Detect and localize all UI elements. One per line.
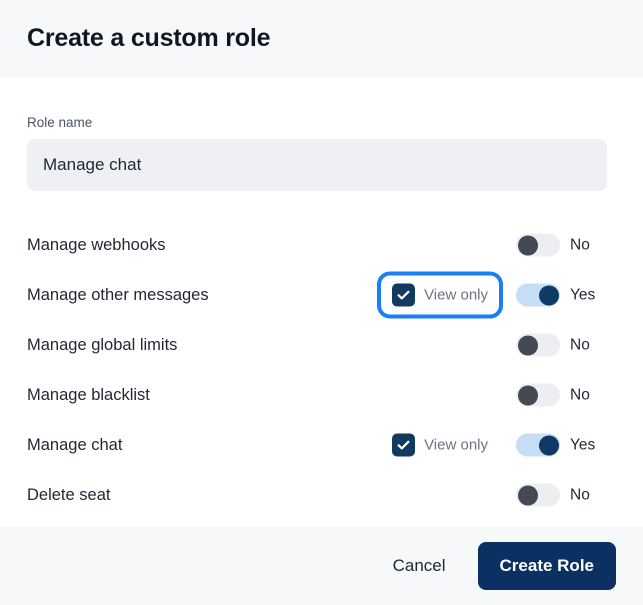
toggle-knob [517, 335, 538, 356]
permission-toggle[interactable] [516, 483, 560, 507]
toggle-state-label: No [570, 336, 590, 354]
role-name-label: Role name [27, 115, 93, 130]
permission-label: Manage chat [27, 435, 123, 454]
toggle-state-label: No [570, 236, 590, 254]
toggle-knob [538, 285, 559, 306]
permission-toggle-group: Yes [516, 283, 616, 307]
permission-toggle-group: Yes [516, 433, 616, 457]
permission-toggle[interactable] [516, 383, 560, 407]
permission-label: Manage webhooks [27, 235, 166, 254]
permission-row: Manage other messages View only Yes [27, 270, 616, 320]
permission-toggle-group: No [516, 333, 616, 357]
permission-toggle-group: No [516, 233, 616, 257]
dialog-header: Create a custom role [0, 0, 643, 77]
permission-row: Delete seat No [27, 470, 616, 520]
view-only-checkbox[interactable] [392, 283, 416, 307]
permission-label: Manage other messages [27, 285, 209, 304]
role-name-input[interactable] [27, 139, 607, 192]
toggle-knob [517, 235, 538, 256]
permission-toggle-group: No [516, 483, 616, 507]
toggle-state-label: Yes [570, 436, 596, 454]
permission-label: Manage blacklist [27, 385, 150, 404]
permission-toggle[interactable] [516, 283, 560, 307]
permission-label: Manage global limits [27, 335, 178, 354]
cancel-button[interactable]: Cancel [383, 548, 456, 584]
toggle-state-label: Yes [570, 286, 596, 304]
permission-toggle[interactable] [516, 433, 560, 457]
page-title: Create a custom role [27, 23, 271, 52]
permission-toggle[interactable] [516, 233, 560, 257]
permission-row: Manage global limits No [27, 320, 616, 370]
view-only-checkbox[interactable] [392, 433, 416, 457]
permission-row: Manage blacklist No [27, 370, 616, 420]
view-only-option[interactable]: View only [377, 422, 503, 469]
permission-row: Manage chat View only Yes [27, 420, 616, 470]
permission-toggle-group: No [516, 383, 616, 407]
permission-label: Delete seat [27, 485, 111, 504]
view-only-label: View only [424, 286, 488, 304]
dialog-footer: Cancel Create Role [0, 527, 643, 605]
permission-row: Manage webhooks No [27, 220, 616, 270]
view-only-option[interactable]: View only [377, 271, 503, 319]
role-name-field-group: Role name [27, 77, 616, 192]
permission-toggle[interactable] [516, 333, 560, 357]
view-only-label: View only [424, 436, 488, 454]
create-role-button[interactable]: Create Role [477, 542, 616, 590]
toggle-state-label: No [570, 386, 590, 404]
toggle-knob [517, 485, 538, 506]
toggle-knob [517, 385, 538, 406]
toggle-state-label: No [570, 486, 590, 504]
toggle-knob [538, 435, 559, 456]
